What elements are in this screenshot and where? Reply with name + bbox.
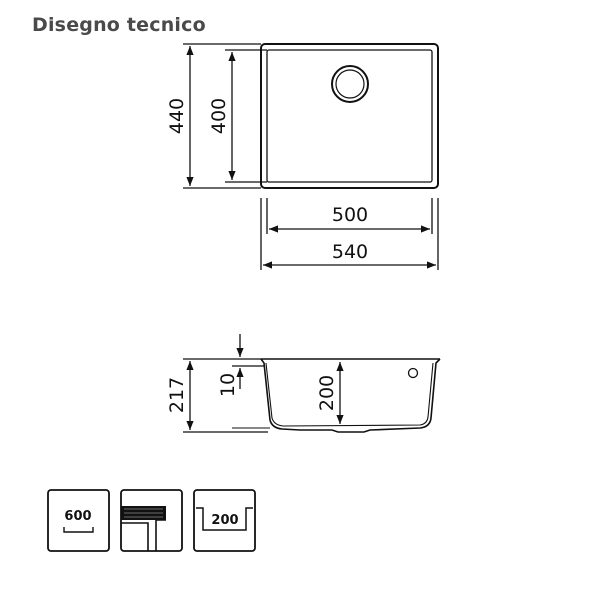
inner-height-label: 400 xyxy=(208,98,230,134)
sink-top-view xyxy=(260,43,439,189)
depth-dimension-lines xyxy=(183,334,344,433)
sink-side-view xyxy=(232,358,441,433)
bowl-depth-icon: 200 xyxy=(193,489,256,552)
undermount-installation-icon xyxy=(120,489,183,552)
outer-width-label: 540 xyxy=(332,241,368,263)
width-dimension-lines xyxy=(260,198,439,270)
total-depth-label: 217 xyxy=(166,377,188,413)
bowl-depth-icon-label: 200 xyxy=(211,513,238,528)
rim-thickness-label: 10 xyxy=(217,373,239,397)
bowl-depth-label: 200 xyxy=(316,375,338,411)
height-dimension-lines xyxy=(183,43,267,189)
cabinet-size-icon: 600 xyxy=(47,489,110,552)
page-title: Disegno tecnico xyxy=(32,14,206,36)
cabinet-size-label: 600 xyxy=(64,509,91,524)
inner-width-label: 500 xyxy=(332,204,368,226)
outer-height-label: 440 xyxy=(166,98,188,134)
